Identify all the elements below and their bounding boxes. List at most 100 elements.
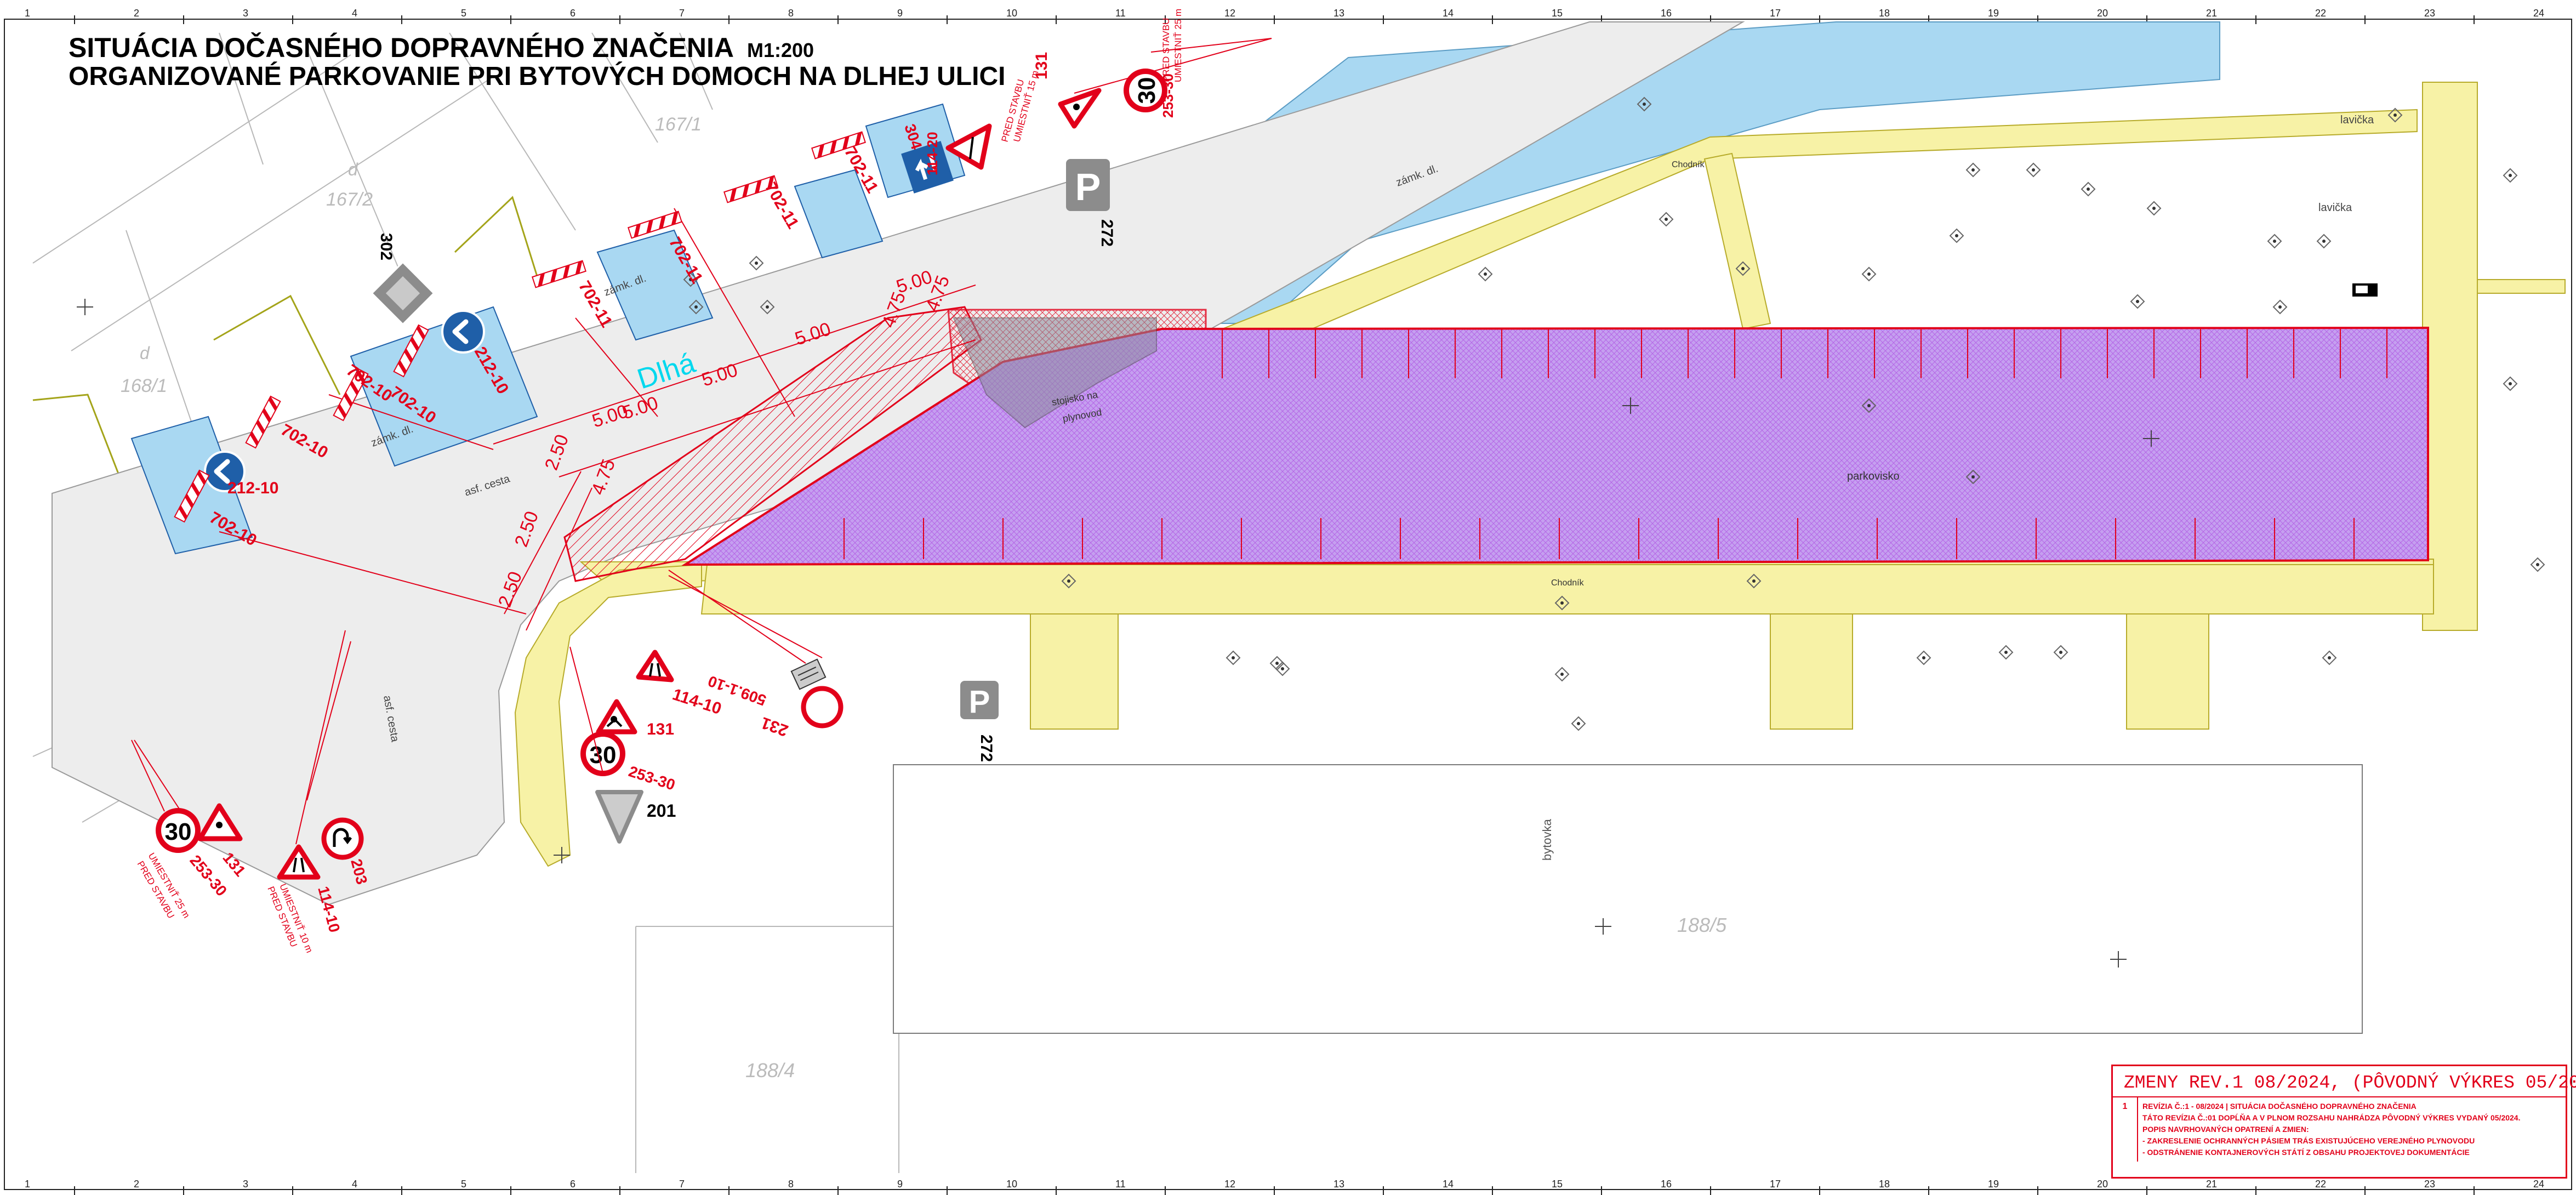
revision-line: REVÍZIA Č.:1 - 08/2024 | SITUÁCIA DOČASN… bbox=[2142, 1102, 2417, 1111]
barrier-stripe bbox=[338, 403, 346, 419]
barrier-702 bbox=[333, 368, 369, 422]
grid-number: 6 bbox=[570, 8, 575, 19]
grid-number: 11 bbox=[1115, 8, 1126, 19]
barrier-stripe bbox=[854, 132, 862, 146]
barrier-stripe bbox=[262, 408, 271, 423]
crosshairs bbox=[77, 299, 2159, 968]
barrier-board bbox=[531, 260, 587, 288]
survey-point bbox=[2322, 650, 2337, 665]
barrier-stripe bbox=[344, 392, 353, 407]
dimension-lines bbox=[131, 38, 1272, 812]
grid-number: 5 bbox=[461, 8, 466, 19]
survey-point bbox=[1965, 162, 1981, 178]
building bbox=[893, 764, 2363, 1034]
survey-point bbox=[1269, 656, 1285, 671]
grid-number: 8 bbox=[788, 8, 794, 19]
revision-lines: REVÍZIA Č.:1 - 08/2024 | SITUÁCIA DOČASN… bbox=[2138, 1097, 2524, 1162]
warning-131-lower bbox=[197, 803, 243, 841]
grid-number: 7 bbox=[679, 1179, 685, 1190]
parking-stall-ticks bbox=[844, 329, 2387, 559]
sign-231-no-entry bbox=[801, 686, 844, 729]
grid-number: 18 bbox=[1879, 8, 1890, 19]
barrier-stripe bbox=[416, 325, 425, 340]
svg-text:131: 131 bbox=[1033, 52, 1051, 79]
barrier-702 bbox=[627, 210, 683, 239]
barrier-702 bbox=[531, 260, 587, 288]
grid-number: 24 bbox=[2533, 1179, 2544, 1190]
grid-number: 4 bbox=[352, 1179, 357, 1190]
survey-point bbox=[2503, 376, 2518, 391]
survey-point bbox=[2146, 201, 2162, 216]
survey-point bbox=[1998, 645, 2014, 660]
barrier-stripe bbox=[250, 431, 259, 446]
survey-point bbox=[2267, 234, 2282, 249]
grid-number: 19 bbox=[1988, 8, 1999, 19]
warning-114-middle bbox=[636, 650, 674, 682]
speed-limit-30-lower: 30 bbox=[156, 808, 201, 853]
sidewalk-label-lower: Chodník bbox=[1551, 578, 1585, 588]
survey-point bbox=[1949, 228, 1964, 243]
barrier-stripe bbox=[538, 272, 545, 287]
grid-number: 1 bbox=[25, 8, 30, 19]
barrier-stripe bbox=[646, 219, 653, 234]
grid-number: 8 bbox=[788, 1179, 794, 1190]
grid-number: 13 bbox=[1333, 1179, 1344, 1190]
barrier-stripe bbox=[398, 360, 407, 375]
grid-number: 18 bbox=[1879, 1179, 1890, 1190]
grid-number: 22 bbox=[2315, 8, 2326, 19]
grid-number: 17 bbox=[1770, 1179, 1781, 1190]
sign-509-info-plate bbox=[790, 658, 827, 690]
survey-point bbox=[2081, 181, 2096, 197]
warning-131-middle bbox=[596, 699, 637, 735]
svg-text:231: 231 bbox=[759, 713, 790, 739]
svg-text:201: 201 bbox=[647, 801, 676, 821]
svg-text:253-30: 253-30 bbox=[1160, 73, 1176, 118]
barrier-702 bbox=[174, 469, 210, 523]
svg-text:UMIESTNIŤ 25 m: UMIESTNIŤ 25 m bbox=[1173, 9, 1183, 82]
svg-text:30: 30 bbox=[1133, 77, 1160, 104]
barrier-board bbox=[245, 395, 281, 449]
grid-number: 21 bbox=[2206, 8, 2217, 19]
survey-point bbox=[1554, 667, 1570, 682]
svg-text:P: P bbox=[1075, 166, 1101, 208]
parcel-167-1: 167/1 bbox=[655, 114, 702, 135]
survey-point bbox=[749, 255, 764, 271]
survey-point bbox=[2387, 107, 2403, 123]
grid-number: 20 bbox=[2097, 8, 2108, 19]
barrier-stripe bbox=[671, 211, 679, 225]
grid-number: 14 bbox=[1443, 1179, 1454, 1190]
sign-212-upper bbox=[441, 310, 485, 354]
lavicka-label-2: lavička bbox=[2340, 114, 2374, 126]
survey-point bbox=[1916, 650, 1931, 665]
barrier-stripe bbox=[830, 140, 837, 154]
barrier-boards bbox=[174, 131, 867, 523]
leader-lines bbox=[134, 38, 1272, 845]
survey-point bbox=[1659, 212, 1674, 227]
barrier-board bbox=[393, 324, 429, 378]
sidewalks bbox=[514, 82, 2566, 867]
barrier-stripe bbox=[817, 144, 825, 158]
grid-number: 10 bbox=[1006, 8, 1017, 19]
grid-number: 21 bbox=[2206, 1179, 2217, 1190]
svg-text:253-30: 253-30 bbox=[626, 762, 677, 793]
grid-number: 1 bbox=[25, 1179, 30, 1190]
revision-line: POPIS NAVRHOVANÝCH OPATRENÍ A ZMIEN: bbox=[2142, 1125, 2309, 1134]
survey-point bbox=[688, 299, 704, 315]
lavicka-label-1: lavička bbox=[2318, 202, 2352, 214]
grid-number: 2 bbox=[134, 1179, 139, 1190]
sidewalk-label-upper: Chodník bbox=[1672, 160, 1705, 169]
sign-272-parking-upper: P bbox=[1066, 159, 1110, 211]
survey-point bbox=[2130, 294, 2145, 309]
sign-272-parking-lower: P bbox=[960, 681, 999, 720]
grid-number: 14 bbox=[1443, 8, 1454, 19]
parcel-167-2: 167/2 bbox=[326, 189, 373, 210]
survey-point bbox=[2530, 557, 2545, 572]
grid-number: 6 bbox=[570, 1179, 575, 1190]
survey-point bbox=[1275, 661, 1290, 676]
barrier-stripe bbox=[767, 175, 774, 190]
sign-302-priority-road bbox=[371, 261, 435, 326]
grid-number: 9 bbox=[897, 8, 903, 19]
svg-text:302: 302 bbox=[377, 233, 395, 260]
